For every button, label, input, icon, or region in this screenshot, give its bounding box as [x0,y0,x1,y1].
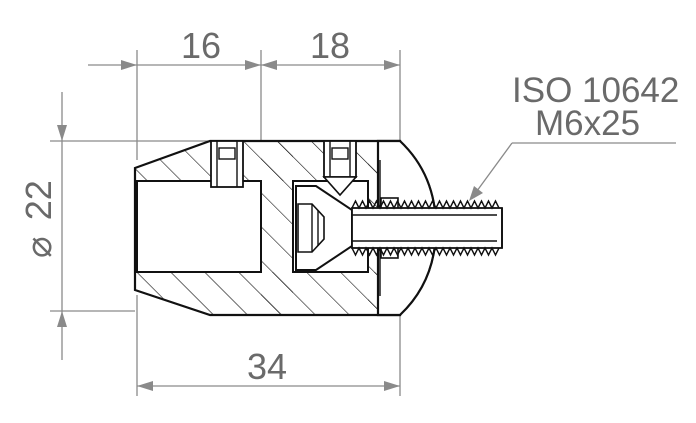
dimension-34-label: 34 [247,346,287,387]
diameter-label-group: ⌀ 22 [18,180,59,258]
dimension-bottom [136,295,401,396]
dimension-diameter [50,92,210,360]
note-standard: ISO 10642 [512,71,679,110]
note-size: M6x25 [535,104,640,143]
dimension-16-label: 16 [181,25,221,66]
screw [295,185,503,271]
dimension-top [88,50,401,160]
diameter-symbol: ⌀ [18,236,59,258]
svg-text:⌀ 22: ⌀ 22 [18,180,59,258]
dimension-22-label: 22 [18,180,59,220]
leader-note [469,142,676,201]
dimension-18-label: 18 [310,25,350,66]
